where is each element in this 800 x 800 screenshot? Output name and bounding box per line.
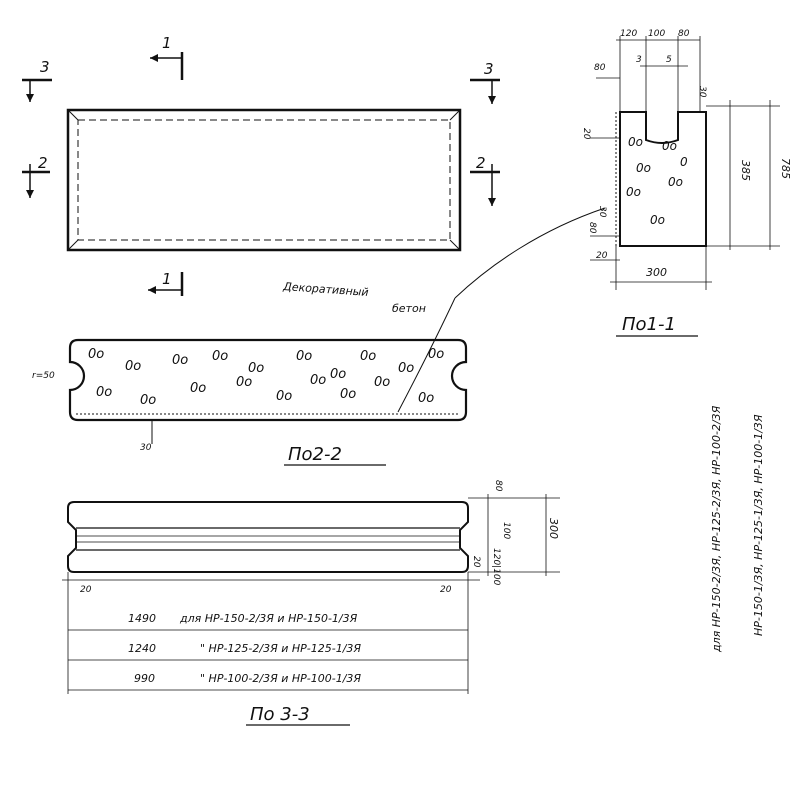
length-table: 1490 для НР-150-2/3Я и НР-150-1/3Я 1240 … [68, 612, 468, 691]
svg-text:0o: 0o [96, 385, 112, 400]
s1-groove-5: 5 [666, 55, 672, 65]
table-row-3-length: 990 [134, 672, 155, 685]
svg-text:0o: 0o [172, 353, 188, 368]
s1-bottom-300: 300 [646, 266, 667, 279]
table-row-2-text: " НР-125-2/3Я и НР-125-1/3Я [200, 642, 361, 655]
decorative-label-2: бетон [392, 302, 426, 315]
radius-label: r=50 [32, 371, 55, 381]
cut-3-left-label: 3 [40, 58, 50, 76]
cut-marker-1-bottom: 1 [148, 270, 184, 296]
cut-marker-2-right: 2 [470, 154, 500, 206]
section-2-title: По2-2 [288, 444, 342, 465]
plan-view [66, 108, 462, 252]
s3-right-80: 80 [493, 480, 503, 492]
svg-text:0o: 0o [650, 213, 665, 227]
section-1-1: 0o 0o 0o 0o 0o 0o 0 120 100 80 80 3 5 30 20 [581, 29, 792, 337]
svg-text:0o: 0o [398, 361, 414, 376]
table-row-3-text: " НР-100-2/3Я и НР-100-1/3Я [200, 672, 361, 685]
s1-left-80-b: 80 [587, 222, 597, 234]
svg-text:0o: 0o [668, 175, 683, 189]
section-1-title: По1-1 [622, 314, 676, 335]
s1-top-100: 100 [648, 29, 665, 39]
s3-right-300: 300 [547, 518, 560, 539]
svg-text:0o: 0o [276, 389, 292, 404]
section-3-3: 80 100 120|100 300 20 20 20 1490 для НР-… [62, 480, 560, 726]
svg-text:0o: 0o [248, 361, 264, 376]
svg-text:0o: 0o [374, 375, 390, 390]
s1-right-30: 30 [697, 86, 707, 98]
svg-text:0o: 0o [330, 367, 346, 382]
cut-1-bottom-label: 1 [162, 270, 172, 288]
svg-text:0o: 0o [296, 349, 312, 364]
cut-2-right-label: 2 [476, 154, 486, 172]
s1-left-30: 30 [597, 206, 607, 218]
cut-1-top-label: 1 [162, 34, 172, 52]
s1-height-785: 785 [779, 158, 792, 179]
svg-text:0o: 0o [428, 347, 444, 362]
svg-text:0o: 0o [212, 349, 228, 364]
s3-inner-right-20: 20 [440, 585, 452, 595]
s1-top-80: 80 [678, 29, 690, 39]
svg-text:0o: 0o [662, 139, 677, 153]
svg-text:0o: 0o [636, 161, 651, 175]
svg-text:0o: 0o [190, 381, 206, 396]
table-row-1-text: для НР-150-2/3Я и НР-150-1/3Я [179, 612, 358, 625]
s1-left-20-b: 20 [596, 251, 608, 261]
cut-marker-3-right: 3 [470, 60, 500, 104]
decorative-concrete-note: Декоративный бетон [282, 207, 606, 413]
svg-text:0: 0 [680, 155, 688, 169]
s1-left-80: 80 [594, 63, 606, 73]
section-1-aggregate: 0o 0o 0o 0o 0o 0o 0 [626, 135, 688, 227]
cut-3-right-label: 3 [484, 60, 494, 78]
s3-right-20: 20 [471, 556, 481, 568]
cut-marker-2-left: 2 [22, 154, 50, 198]
s3-right-100: 100 [501, 522, 511, 539]
s3-right-120-100: 120|100 [491, 548, 501, 586]
cut-marker-3-left: 3 [22, 58, 52, 102]
cut-2-left-label: 2 [38, 154, 48, 172]
svg-text:0o: 0o [236, 375, 252, 390]
vertical-notes: для НР-150-2/3Я, НР-125-2/3Я, НР-100-2/3… [710, 405, 765, 653]
svg-text:0o: 0o [125, 359, 141, 374]
svg-text:0o: 0o [310, 373, 326, 388]
section-3-title: По 3-3 [250, 704, 310, 725]
s1-left-20-top: 20 [581, 128, 591, 140]
decorative-label-1: Декоративный [282, 280, 369, 299]
svg-text:0o: 0o [418, 391, 434, 406]
svg-text:0o: 0o [628, 135, 643, 149]
dim-30-label: 30 [140, 443, 152, 453]
svg-text:0o: 0o [140, 393, 156, 408]
svg-text:0o: 0o [626, 185, 641, 199]
vertical-note-2: НР-150-1/3Я, НР-125-1/3Я, НР-100-1/3Я [752, 414, 765, 636]
s1-groove-3: 3 [636, 55, 642, 65]
table-row-2-length: 1240 [128, 642, 156, 655]
vertical-note-1: для НР-150-2/3Я, НР-125-2/3Я, НР-100-2/3… [710, 405, 723, 653]
cut-marker-1-top: 1 [150, 34, 184, 80]
svg-text:0o: 0o [340, 387, 356, 402]
table-row-1-length: 1490 [128, 612, 156, 625]
svg-text:0o: 0o [88, 347, 104, 362]
s1-height-385: 385 [739, 160, 752, 181]
s3-left-20: 20 [80, 585, 92, 595]
s1-top-120: 120 [620, 29, 637, 39]
svg-text:0o: 0o [360, 349, 376, 364]
